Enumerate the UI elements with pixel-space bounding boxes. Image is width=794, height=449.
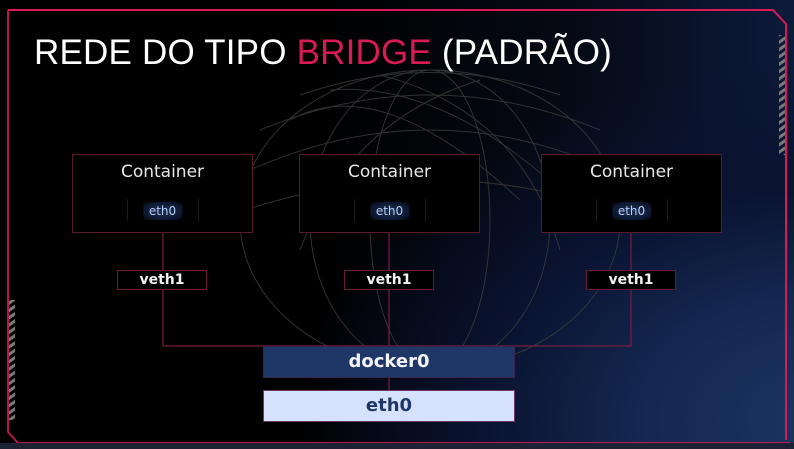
- title-highlight: BRIDGE: [296, 33, 432, 72]
- container-interface-badge: eth0: [611, 202, 652, 220]
- container-box-3: Container eth0: [541, 154, 722, 233]
- title-prefix: REDE DO TIPO: [34, 33, 297, 72]
- container-label: Container: [347, 162, 432, 182]
- container-box-2: Container eth0: [299, 154, 480, 233]
- container-interface-badge: eth0: [369, 202, 410, 220]
- docker0-bridge-box: docker0: [263, 346, 515, 378]
- hatch-decoration-left: [9, 300, 15, 420]
- title-suffix: (PADRÃO): [431, 33, 613, 72]
- container-interface-badge: eth0: [142, 202, 183, 220]
- slide-title: REDE DO TIPO BRIDGE (PADRÃO): [34, 33, 612, 73]
- container-box-1: Container eth0: [72, 154, 253, 233]
- host-eth0-box: eth0: [263, 390, 515, 422]
- interface-bracket: [353, 199, 426, 221]
- veth-box-2: veth1: [344, 270, 434, 290]
- veth-box-1: veth1: [117, 270, 207, 290]
- hatch-decoration-right: [779, 35, 785, 155]
- container-label: Container: [589, 162, 674, 182]
- veth-box-3: veth1: [586, 270, 676, 290]
- interface-bracket: [126, 199, 199, 221]
- container-label: Container: [120, 162, 205, 182]
- interface-bracket: [595, 199, 668, 221]
